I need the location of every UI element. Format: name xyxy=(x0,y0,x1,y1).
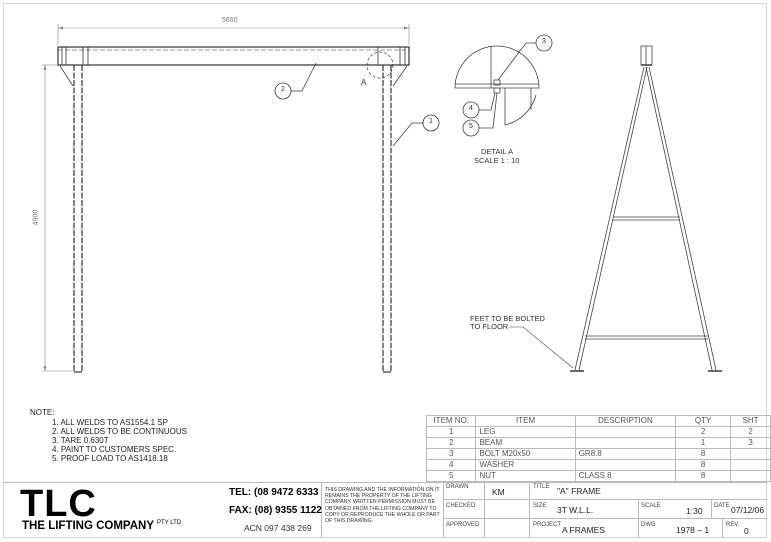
balloon-1-label: 1 xyxy=(429,118,433,125)
bom-header-sht: SHT xyxy=(730,415,771,427)
balloon-3-label: 3 xyxy=(542,38,546,45)
bom-cell-item: NUT xyxy=(475,470,576,482)
bom-cell-no: 3 xyxy=(425,448,477,460)
copyright-disclaimer: THIS DRAWING AND THE INFORMATION ON IT R… xyxy=(325,487,440,525)
bom-cell-desc: CLASS 8 xyxy=(574,470,677,482)
title-block xyxy=(4,482,767,538)
bom-cell-item: LEG xyxy=(475,426,576,438)
bom-cell-item: BEAM xyxy=(475,437,576,449)
approved-label: APPROVED xyxy=(446,522,480,528)
front-view xyxy=(42,24,440,373)
balloon-5-label: 5 xyxy=(469,123,473,130)
bom-cell-sht: 2 xyxy=(730,426,771,438)
bom-row: 1 LEG 2 2 xyxy=(425,426,771,438)
detail-title: DETAIL A xyxy=(481,147,514,156)
bom-cell-no: 5 xyxy=(425,470,477,482)
note-item: 1. ALL WELDS TO AS1554.1 SP xyxy=(52,418,168,427)
feet-annotation-line2: TO FLOOR xyxy=(470,322,509,331)
title-block-divider xyxy=(529,482,530,537)
size-label: SIZE xyxy=(533,503,547,509)
note-item: 5. PROOF LOAD TO AS1418.18 xyxy=(52,454,168,463)
feet-annotation-line1: FEET TO BE BOLTED xyxy=(470,314,545,323)
bom-cell-sht xyxy=(730,470,771,482)
bom-cell-desc: GR8.8 xyxy=(574,448,677,460)
company-acn: ACN 097 438 269 xyxy=(244,523,312,533)
date-value: 07/12/06 xyxy=(731,505,765,515)
company-tel: TEL: (08 9472 6333 xyxy=(229,487,319,498)
title-block-divider xyxy=(443,482,444,537)
detail-view-a xyxy=(454,34,553,137)
company-fax: FAX: (08) 9355 1122 xyxy=(229,505,322,516)
project-value: A FRAMES xyxy=(562,525,605,535)
rev-value: 0 xyxy=(744,526,749,536)
bom-cell-qty: 8 xyxy=(675,459,732,471)
bom-cell-no: 4 xyxy=(425,459,477,471)
balloon-4-label: 4 xyxy=(469,105,473,112)
detail-marker-label: A xyxy=(361,78,367,87)
title-value: "A" FRAME xyxy=(557,486,601,496)
title-block-divider xyxy=(443,499,767,500)
scale-label: SCALE xyxy=(641,503,661,509)
detail-scale: SCALE 1 : 10 xyxy=(474,156,520,165)
project-label: PROJECT xyxy=(533,522,562,528)
bom-header-description: DESCRIPTION xyxy=(574,415,677,427)
bom-cell-item: BOLT M20x50 xyxy=(475,448,576,460)
note-item: 4. PAINT TO CUSTOMERS SPEC. xyxy=(52,445,177,454)
bom-row: 3 BOLT M20x50 GR8.8 8 xyxy=(425,448,771,460)
dwg-label: DWG xyxy=(641,522,656,528)
title-block-divider xyxy=(321,482,322,537)
bom-row: 4 WASHER 8 xyxy=(425,459,771,471)
notes-title: NOTE: xyxy=(30,408,55,417)
company-suffix: PTY LTD xyxy=(157,520,182,526)
title-block-divider xyxy=(484,482,485,537)
drawing-sheet-border xyxy=(3,3,767,538)
bom-cell-no: 1 xyxy=(425,426,477,438)
bom-cell-desc xyxy=(574,437,677,449)
bom-row: 2 BEAM 1 3 xyxy=(425,437,771,449)
company-name-text: THE LIFTING COMPANY xyxy=(22,520,155,532)
title-block-divider xyxy=(443,518,767,519)
dwg-value: 1978 – 1 xyxy=(676,525,710,535)
bom-header-item: ITEM xyxy=(475,415,576,427)
bom-cell-no: 2 xyxy=(425,437,477,449)
date-label: DATE xyxy=(714,503,730,509)
general-notes: NOTE: 1. ALL WELDS TO AS1554.1 SP 2. ALL… xyxy=(30,408,187,463)
side-view xyxy=(509,45,722,372)
company-logo: TLC xyxy=(20,483,97,525)
drawn-value: KM xyxy=(492,487,505,497)
title-block-divider xyxy=(722,518,723,537)
title-block-divider xyxy=(711,499,712,518)
bom-header-item-no: ITEM NO. xyxy=(425,415,477,427)
size-value: 3T W.L.L. xyxy=(557,505,594,515)
bill-of-materials: ITEM NO. ITEM DESCRIPTION QTY SHT 1 LEG … xyxy=(425,415,771,482)
bom-cell-qty: 8 xyxy=(675,448,732,460)
width-dimension-label: 5650 xyxy=(222,17,238,24)
bom-cell-sht xyxy=(730,459,771,471)
bom-row: 5 NUT CLASS 8 8 xyxy=(425,470,771,482)
note-item: 3. TARE 0.630T xyxy=(52,436,109,445)
drawn-label: DRAWN xyxy=(446,484,469,490)
scale-value: 1:30 xyxy=(686,506,703,516)
balloon-2-label: 2 xyxy=(281,86,285,93)
height-dimension-label: 4900 xyxy=(32,209,40,226)
bom-cell-qty: 1 xyxy=(675,437,732,449)
bom-cell-desc xyxy=(574,426,677,438)
checked-label: CHECKED xyxy=(446,503,476,509)
title-label: TITLE xyxy=(533,484,550,490)
bom-cell-sht xyxy=(730,448,771,460)
bom-cell-item: WASHER xyxy=(475,459,576,471)
rev-label: REV xyxy=(726,522,739,528)
bom-header-qty: QTY xyxy=(675,415,732,427)
bom-cell-qty: 2 xyxy=(675,426,732,438)
bom-header-row: ITEM NO. ITEM DESCRIPTION QTY SHT xyxy=(425,415,771,427)
bom-cell-qty: 8 xyxy=(675,470,732,482)
bom-cell-desc xyxy=(574,459,677,471)
bom-cell-sht: 3 xyxy=(730,437,771,449)
note-item: 2. ALL WELDS TO BE CONTINUOUS xyxy=(52,427,187,436)
